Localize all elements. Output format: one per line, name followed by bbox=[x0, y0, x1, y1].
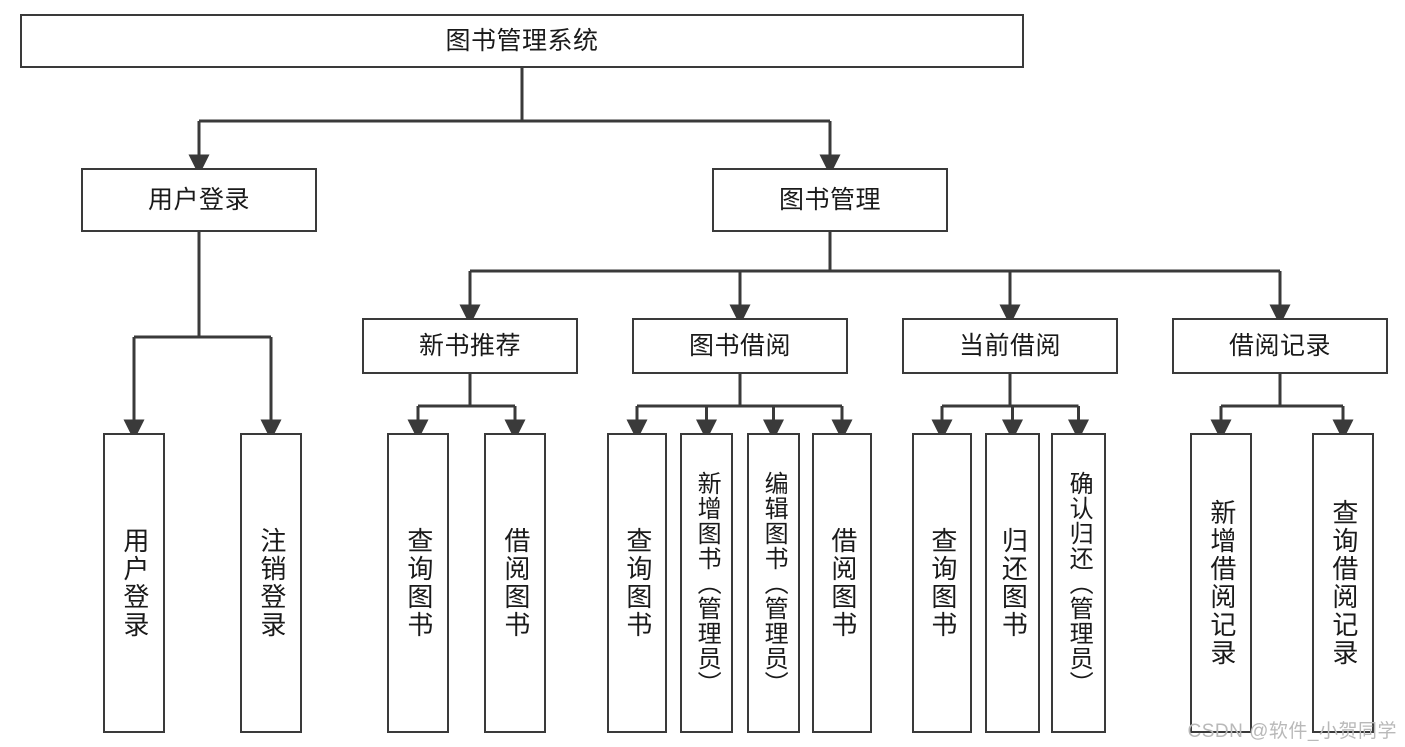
node-label: 确认归还（管理员） bbox=[1065, 470, 1093, 696]
leaf-leaf-return-book[interactable]: 归还图书 bbox=[985, 433, 1040, 733]
leaf-leaf-query-record[interactable]: 查询借阅记录 bbox=[1312, 433, 1374, 733]
node-label: 新增图书（管理员） bbox=[693, 470, 721, 696]
node-label: 图书管理 bbox=[778, 185, 881, 214]
node-label: 用户登录 bbox=[147, 185, 250, 214]
leaf-leaf-add-record[interactable]: 新增借阅记录 bbox=[1190, 433, 1252, 733]
node-label: 查询借阅记录 bbox=[1328, 499, 1359, 667]
node-label: 归还图书 bbox=[998, 527, 1029, 639]
node-book-management[interactable]: 图书管理 bbox=[712, 168, 948, 232]
node-label: 借阅图书 bbox=[500, 527, 531, 639]
node-label: 借阅记录 bbox=[1228, 331, 1331, 360]
node-label: 用户登录 bbox=[119, 527, 150, 639]
leaf-leaf-borrow-book-2[interactable]: 借阅图书 bbox=[812, 433, 872, 733]
node-label: 新书推荐 bbox=[418, 331, 521, 360]
leaf-leaf-user-login[interactable]: 用户登录 bbox=[103, 433, 165, 733]
node-borrow-record[interactable]: 借阅记录 bbox=[1172, 318, 1388, 374]
watermark-text: CSDN @软件_小贺同学 bbox=[1187, 721, 1397, 742]
node-label: 借阅图书 bbox=[827, 527, 858, 639]
leaf-leaf-edit-book[interactable]: 编辑图书（管理员） bbox=[747, 433, 800, 733]
leaf-leaf-confirm-return[interactable]: 确认归还（管理员） bbox=[1051, 433, 1106, 733]
node-root[interactable]: 图书管理系统 bbox=[20, 14, 1024, 68]
leaf-leaf-add-book[interactable]: 新增图书（管理员） bbox=[680, 433, 733, 733]
node-label: 编辑图书（管理员） bbox=[760, 470, 788, 696]
node-current-borrow[interactable]: 当前借阅 bbox=[902, 318, 1118, 374]
node-label: 图书管理系统 bbox=[445, 26, 599, 55]
node-book-borrow[interactable]: 图书借阅 bbox=[632, 318, 848, 374]
leaf-leaf-query-book-3[interactable]: 查询图书 bbox=[912, 433, 972, 733]
node-label: 当前借阅 bbox=[958, 331, 1061, 360]
leaf-leaf-borrow-book-1[interactable]: 借阅图书 bbox=[484, 433, 546, 733]
node-label: 新增借阅记录 bbox=[1206, 499, 1237, 667]
node-label: 查询图书 bbox=[622, 527, 653, 639]
node-label: 查询图书 bbox=[927, 527, 958, 639]
node-label: 图书借阅 bbox=[688, 331, 791, 360]
node-new-book-recommend[interactable]: 新书推荐 bbox=[362, 318, 578, 374]
node-label: 注销登录 bbox=[256, 527, 287, 639]
node-label: 查询图书 bbox=[403, 527, 434, 639]
leaf-leaf-logout[interactable]: 注销登录 bbox=[240, 433, 302, 733]
node-user-login[interactable]: 用户登录 bbox=[81, 168, 317, 232]
leaf-leaf-query-book-2[interactable]: 查询图书 bbox=[607, 433, 667, 733]
leaf-leaf-query-book-1[interactable]: 查询图书 bbox=[387, 433, 449, 733]
